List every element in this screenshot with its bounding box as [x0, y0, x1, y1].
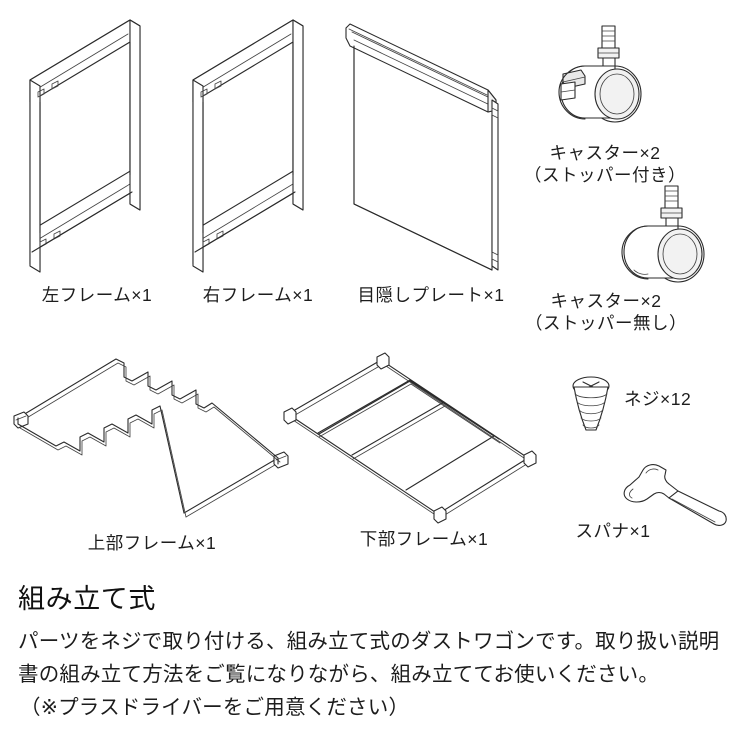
upper-wire-frame-icon — [12, 350, 289, 525]
part-label-screw: ネジ×12 — [624, 389, 692, 409]
part-label-caster-without-stopper: キャスター×2 （ストッパー無し） — [525, 291, 687, 334]
description-line-2: 書の組み立て方法をご覧になりながら、組み立ててお使いください。 — [18, 662, 660, 686]
phillips-flat-head-screw-icon — [568, 374, 614, 436]
description-heading: 組み立て式 — [18, 584, 156, 614]
side-frame-panel-icon — [185, 12, 335, 277]
caster-with-stopper-icon — [545, 22, 665, 132]
open-end-wrench-icon — [608, 458, 728, 528]
cover-plate-icon — [340, 12, 520, 282]
caster-without-stopper-icon — [608, 182, 728, 292]
side-frame-panel-icon — [22, 12, 172, 277]
lower-rail-frame-icon — [282, 348, 537, 524]
part-label-right-frame: 右フレーム×1 — [202, 285, 314, 305]
part-label-cover-plate: 目隠しプレート×1 — [357, 285, 505, 305]
description-block: 組み立て式 パーツをネジで取り付ける、組み立て式のダストワゴンです。取り扱い説明… — [18, 583, 724, 724]
part-label-upper-frame: 上部フレーム×1 — [87, 533, 217, 553]
part-label-left-frame: 左フレーム×1 — [41, 285, 153, 305]
description-line-1: パーツをネジで取り付ける、組み立て式のダストワゴンです。取り扱い説明 — [18, 629, 720, 653]
part-label-spanner: スパナ×1 — [575, 521, 651, 541]
part-label-lower-frame: 下部フレーム×1 — [359, 529, 489, 549]
description-body: パーツをネジで取り付ける、組み立て式のダストワゴンです。取り扱い説明 書の組み立… — [18, 625, 724, 725]
description-note: （※プラスドライバーをご用意ください） — [20, 696, 410, 720]
part-label-caster-with-stopper: キャスター×2 （ストッパー付き） — [524, 143, 686, 186]
parts-diagram-area: 左フレーム×1 — [12, 12, 728, 553]
